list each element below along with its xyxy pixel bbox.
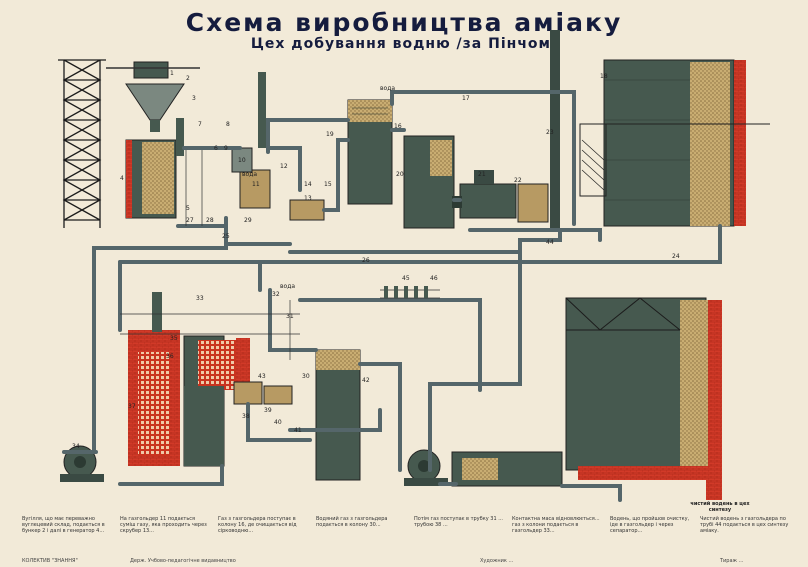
scaffold-tower	[58, 59, 106, 228]
chimney-stack	[550, 30, 560, 230]
caption-5: Потім газ поступає в трубку 31 ... трубо…	[414, 516, 503, 528]
caption-7: Водень, що пройшов очистку, іде в газгол…	[610, 516, 690, 534]
label-12: 12	[280, 163, 288, 170]
pipelines	[62, 90, 722, 502]
thin-lines	[120, 150, 440, 360]
label-39: 39	[264, 407, 272, 414]
legend-note-line1: чистий водень в цех	[690, 501, 750, 507]
separator-bank	[384, 286, 428, 298]
caption-8: Чистий водень з газгольдера по трубі 44 …	[700, 516, 789, 534]
label-34: 34	[72, 443, 80, 450]
caption-2: На газгольдер 11 подається суміш газу, я…	[120, 516, 207, 534]
label-9: 9	[224, 145, 228, 152]
pipe-number-labels: 1 2 3 4 5 6 7 8 9 10 11 12 13 14 15 16 1…	[72, 70, 680, 450]
coal-hopper	[106, 61, 200, 132]
label-32: 32	[272, 291, 280, 298]
purifier-column-a	[347, 99, 393, 205]
label-44: 44	[546, 239, 554, 246]
label-46: 46	[430, 275, 438, 282]
label-41: 41	[294, 427, 302, 434]
caption-6: Контактна маса відновлюється... газ з ко…	[512, 516, 600, 534]
label-2: 2	[186, 75, 190, 82]
footer-edition: Тираж ...	[720, 558, 744, 564]
label-27: 27	[186, 217, 194, 224]
label-24: 24	[672, 253, 680, 260]
label-37: 37	[128, 403, 136, 410]
gas-generator	[125, 139, 177, 219]
label-14: 14	[304, 181, 312, 188]
label-45: 45	[402, 275, 410, 282]
legend-note-line2: синтезу	[708, 507, 732, 513]
label-5: 5	[186, 205, 190, 212]
label-13: 13	[304, 195, 312, 202]
label-38: 38	[242, 413, 250, 420]
label-35: 35	[170, 335, 178, 342]
poster-subtitle: Цех добування водню /за Пінчом/	[250, 36, 558, 52]
lower-scrubbers	[233, 381, 293, 405]
label-6: 6	[214, 145, 218, 152]
purifier-column-b	[403, 135, 455, 229]
label-43: 43	[258, 373, 266, 380]
label-16: 16	[394, 123, 402, 130]
legend-note: чистий водень в цех синтезу	[680, 501, 760, 513]
label-7: 7	[198, 121, 202, 128]
caption-1: Вугілля, що має переважно вуглецевий скл…	[22, 516, 105, 534]
footer-publisher: Держ. Учбово-педагогічне видавництво	[130, 558, 236, 564]
label-28: 28	[206, 217, 214, 224]
label-18: 18	[600, 73, 608, 80]
label-30: 30	[302, 373, 310, 380]
label-23: 23	[546, 129, 554, 136]
label-17: 17	[462, 95, 470, 102]
label-8: 8	[226, 121, 230, 128]
label-33: 33	[196, 295, 204, 302]
poster-title: Схема виробництва аміаку	[185, 8, 623, 37]
label-4: 4	[120, 175, 124, 182]
superheater-furnace	[128, 292, 250, 467]
cooler-box	[451, 451, 563, 487]
label-15: 15	[324, 181, 332, 188]
footer-credits: Художник ...	[480, 558, 514, 564]
scrubber-cluster	[176, 72, 325, 221]
label-22: 22	[514, 177, 522, 184]
label-31: 31	[286, 313, 294, 320]
blower-right	[404, 449, 448, 486]
label-40: 40	[274, 419, 282, 426]
compressor-unit	[452, 170, 549, 223]
caption-4: Водяний газ з газгольдера подається в ко…	[316, 516, 388, 528]
label-20: 20	[396, 171, 404, 178]
label-11: 11	[252, 181, 260, 188]
absorber-column	[315, 349, 361, 481]
footer-left: КОЛЕКТИВ "ЗНАННЯ"	[22, 558, 78, 564]
label-36: 36	[166, 353, 174, 360]
label-3: 3	[192, 95, 196, 102]
label-19: 19	[326, 131, 334, 138]
gas-holder-lower	[565, 297, 722, 500]
caption-3: Газ з газгольдера поступає в колону 16, …	[218, 516, 297, 534]
label-29: 29	[244, 217, 252, 224]
label-25: 25	[222, 233, 230, 240]
water-inscription-b: вода	[380, 85, 395, 92]
label-26: 26	[362, 257, 370, 264]
label-10: 10	[238, 157, 246, 164]
label-42: 42	[362, 377, 370, 384]
water-inscription-a: вода	[242, 171, 257, 178]
water-inscription-c: вода	[280, 283, 295, 290]
gas-holder-upper	[579, 59, 770, 227]
label-21: 21	[478, 171, 486, 178]
label-1: 1	[170, 70, 174, 77]
